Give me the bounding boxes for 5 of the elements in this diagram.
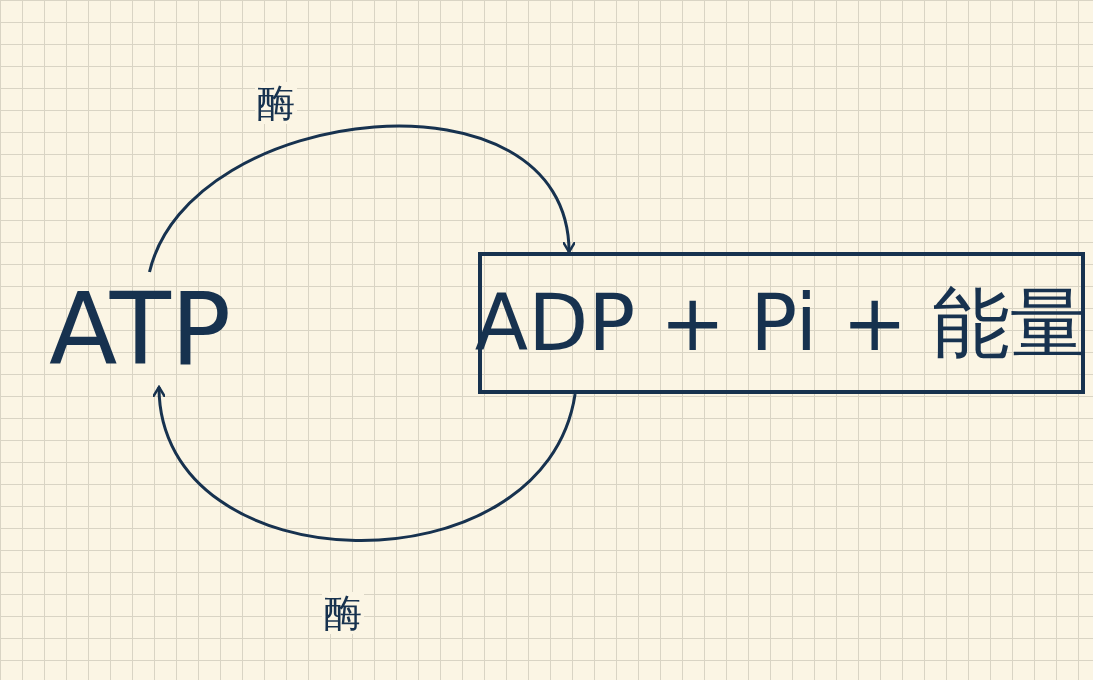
node-text: ATP [45,272,235,387]
curved-arrow [148,125,575,273]
edge-label: 酶 [255,82,297,124]
edge-label: 酶 [322,592,364,634]
curved-arrow [153,385,577,542]
